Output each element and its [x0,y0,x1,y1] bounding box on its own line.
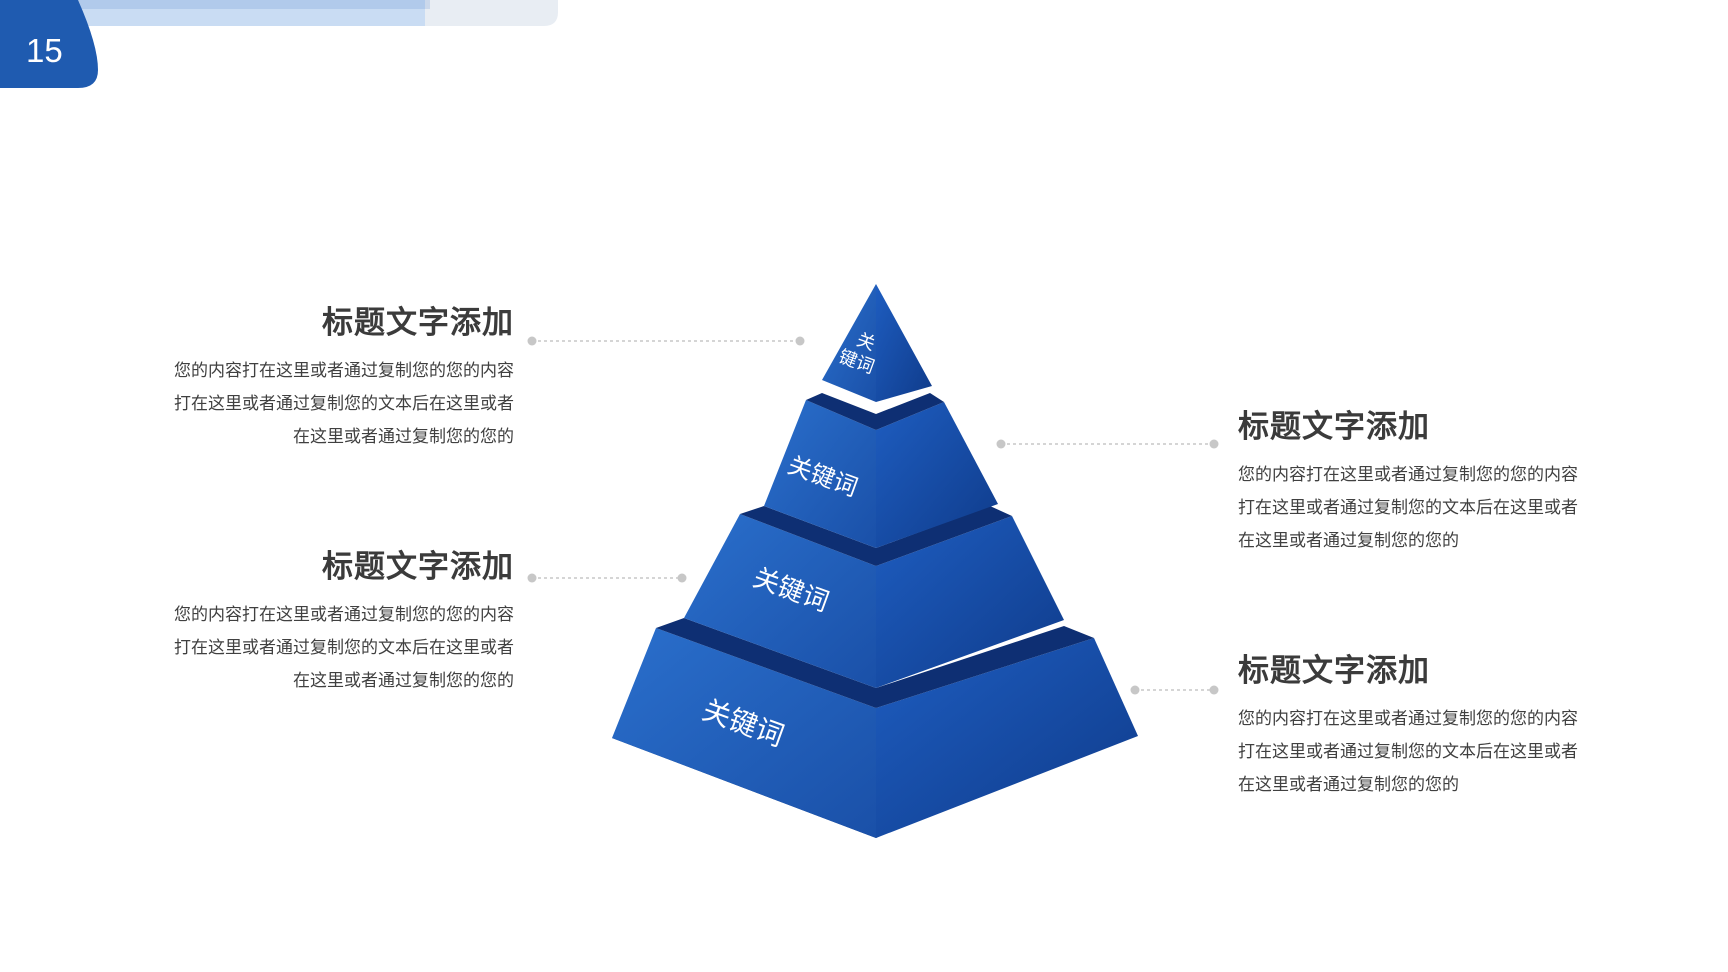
block-body: 您的内容打在这里或者通过复制您的您的内容 打在这里或者通过复制您的文本后在这里或… [134,599,514,698]
block-body: 您的内容打在这里或者通过复制您的您的内容 打在这里或者通过复制您的文本后在这里或… [134,355,514,454]
block-body: 您的内容打在这里或者通过复制您的您的内容 打在这里或者通过复制您的文本后在这里或… [1238,703,1618,802]
block-title: 标题文字添加 [322,549,514,585]
text-block-top-left: 标题文字添加 您的内容打在这里或者通过复制您的您的内容 打在这里或者通过复制您的… [134,303,514,454]
page-number-badge [0,0,98,88]
block-title: 标题文字添加 [322,305,514,341]
block-line: 打在这里或者通过复制您的文本后在这里或者 [1238,742,1578,762]
text-block-lower-right: 标题文字添加 您的内容打在这里或者通过复制您的您的内容 打在这里或者通过复制您的… [1238,651,1618,802]
block-line: 在这里或者通过复制您的您的 [1238,531,1459,551]
pyramid-tier-1 [822,284,932,402]
header-bar-light-blue [75,0,425,26]
block-line: 在这里或者通过复制您的您的 [293,671,514,691]
pyramid-tier-2 [764,393,998,548]
connector-upper-right [996,439,1219,449]
block-line: 打在这里或者通过复制您的文本后在这里或者 [174,638,514,658]
connector-top-left [527,336,805,346]
page-number: 15 [26,32,63,69]
block-line: 打在这里或者通过复制您的文本后在这里或者 [174,394,514,414]
block-line: 您的内容打在这里或者通过复制您的您的内容 [174,605,514,625]
block-title: 标题文字添加 [1238,653,1430,689]
block-line: 在这里或者通过复制您的您的 [293,427,514,447]
block-body: 您的内容打在这里或者通过复制您的您的内容 打在这里或者通过复制您的文本后在这里或… [1238,459,1618,558]
header-bar-blue-strip [75,0,430,9]
block-line: 您的内容打在这里或者通过复制您的您的内容 [1238,709,1578,729]
block-title: 标题文字添加 [1238,409,1430,445]
block-line: 打在这里或者通过复制您的文本后在这里或者 [1238,498,1578,518]
block-line: 您的内容打在这里或者通过复制您的您的内容 [174,361,514,381]
pyramid-tier-4 [612,618,1138,838]
connector-lower-right [1130,685,1219,695]
connector-mid-left [527,573,687,583]
text-block-upper-right: 标题文字添加 您的内容打在这里或者通过复制您的您的内容 打在这里或者通过复制您的… [1238,407,1618,558]
header-decoration [0,0,558,88]
block-line: 您的内容打在这里或者通过复制您的您的内容 [1238,465,1578,485]
text-block-mid-left: 标题文字添加 您的内容打在这里或者通过复制您的您的内容 打在这里或者通过复制您的… [134,547,514,698]
block-line: 在这里或者通过复制您的您的 [1238,775,1459,795]
pyramid-tier-3 [684,506,1064,688]
